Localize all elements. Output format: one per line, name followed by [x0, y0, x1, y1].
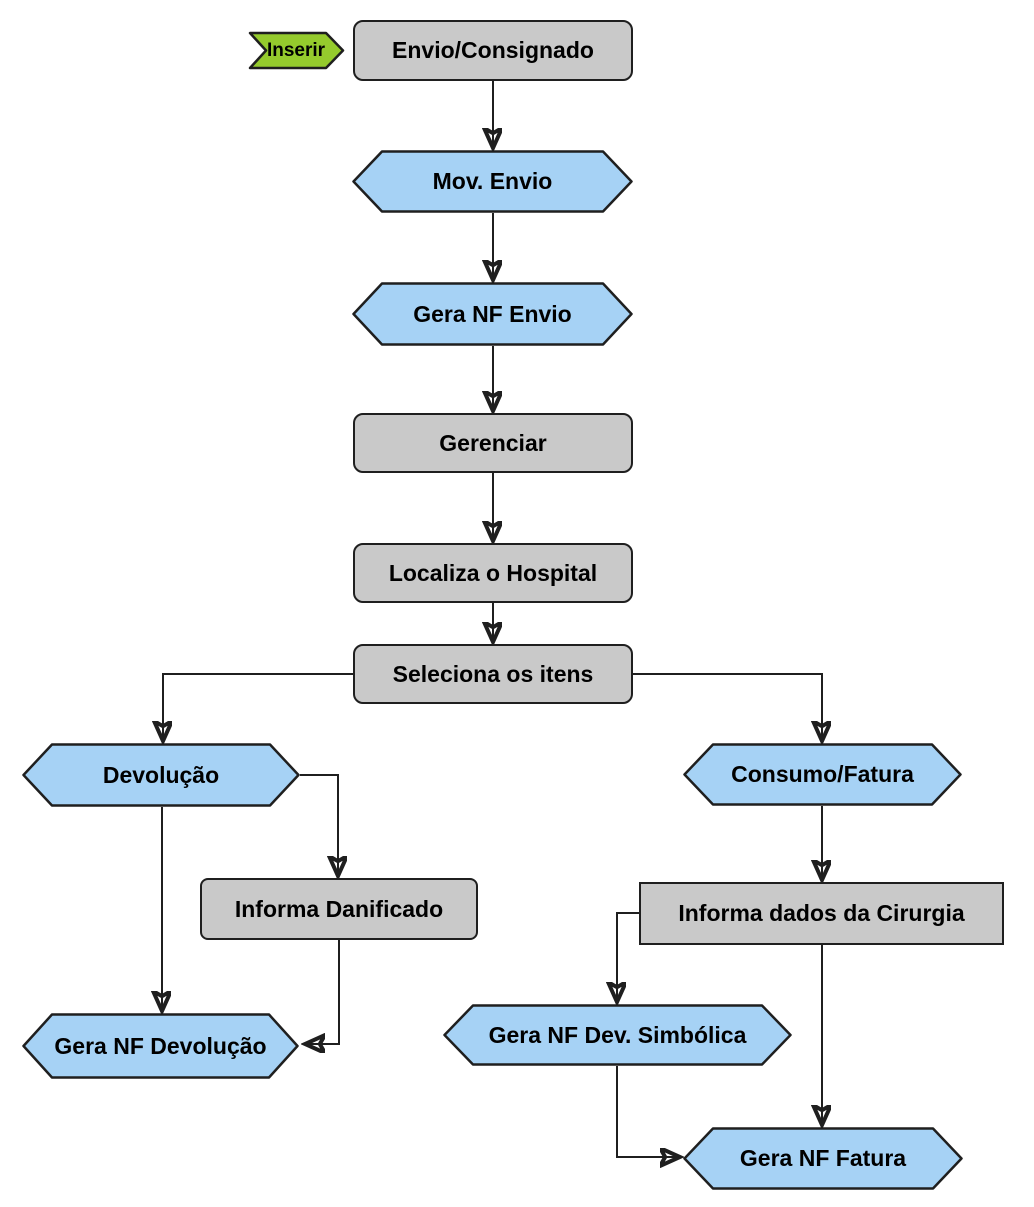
node-label: Localiza o Hospital [388, 559, 598, 586]
hexagon-icon [443, 1004, 792, 1066]
node-localiza-hospital: Localiza o Hospital [353, 543, 633, 603]
edge-devolucao-to-danificado [300, 774, 338, 875]
node-informa-dados-cirurgia: Informa dados da Cirurgia [639, 882, 1004, 945]
chevron-icon [248, 31, 345, 70]
edge-danificado-to-gera-nf-devolucao [306, 940, 340, 1044]
node-label: Gera NF Fatura [739, 1145, 907, 1171]
node-gerenciar: Gerenciar [353, 413, 633, 473]
node-envio-consignado: Envio/Consignado [353, 20, 633, 81]
node-gera-nf-fatura: Gera NF Fatura [683, 1127, 963, 1190]
edge-simbolica-to-fatura [616, 1066, 679, 1157]
edge-seleciona-to-consumo [633, 673, 822, 740]
node-informa-danificado: Informa Danificado [200, 878, 478, 940]
node-label: Devolução [102, 761, 220, 788]
node-gera-nf-dev-simbolica: Gera NF Dev. Simbólica [443, 1004, 792, 1066]
node-label: Consumo/Fatura [731, 761, 914, 787]
node-consumo-fatura: Consumo/Fatura [683, 743, 962, 806]
node-label: Informa Danificado [234, 895, 444, 922]
hexagon-icon [683, 743, 962, 806]
hexagon-icon [352, 150, 633, 213]
edge-cirurgia-to-simbolica [617, 912, 639, 1001]
node-label: Gera NF Envio [413, 300, 572, 327]
node-label: Gera NF Devolução [54, 1032, 267, 1059]
node-inserir: Inserir [247, 31, 345, 70]
node-label: Informa dados da Cirurgia [678, 900, 965, 926]
node-gera-nf-devolucao: Gera NF Devolução [22, 1013, 299, 1079]
node-label: Gerenciar [439, 429, 547, 456]
node-label: Envio/Consignado [392, 37, 594, 63]
edge-seleciona-to-devolucao [163, 673, 353, 740]
node-gera-nf-envio: Gera NF Envio [352, 282, 633, 346]
node-label: Mov. Envio [432, 168, 553, 194]
hexagon-icon [683, 1127, 963, 1190]
node-devolucao: Devolução [22, 743, 300, 807]
node-label: Inserir [266, 40, 326, 61]
node-label: Seleciona os itens [392, 660, 594, 687]
node-seleciona-itens: Seleciona os itens [353, 644, 633, 704]
node-label: Gera NF Dev. Simbólica [488, 1021, 747, 1048]
hexagon-icon [352, 282, 633, 346]
hexagon-icon [22, 1013, 299, 1079]
hexagon-icon [22, 743, 300, 807]
node-mov-envio: Mov. Envio [352, 150, 633, 213]
